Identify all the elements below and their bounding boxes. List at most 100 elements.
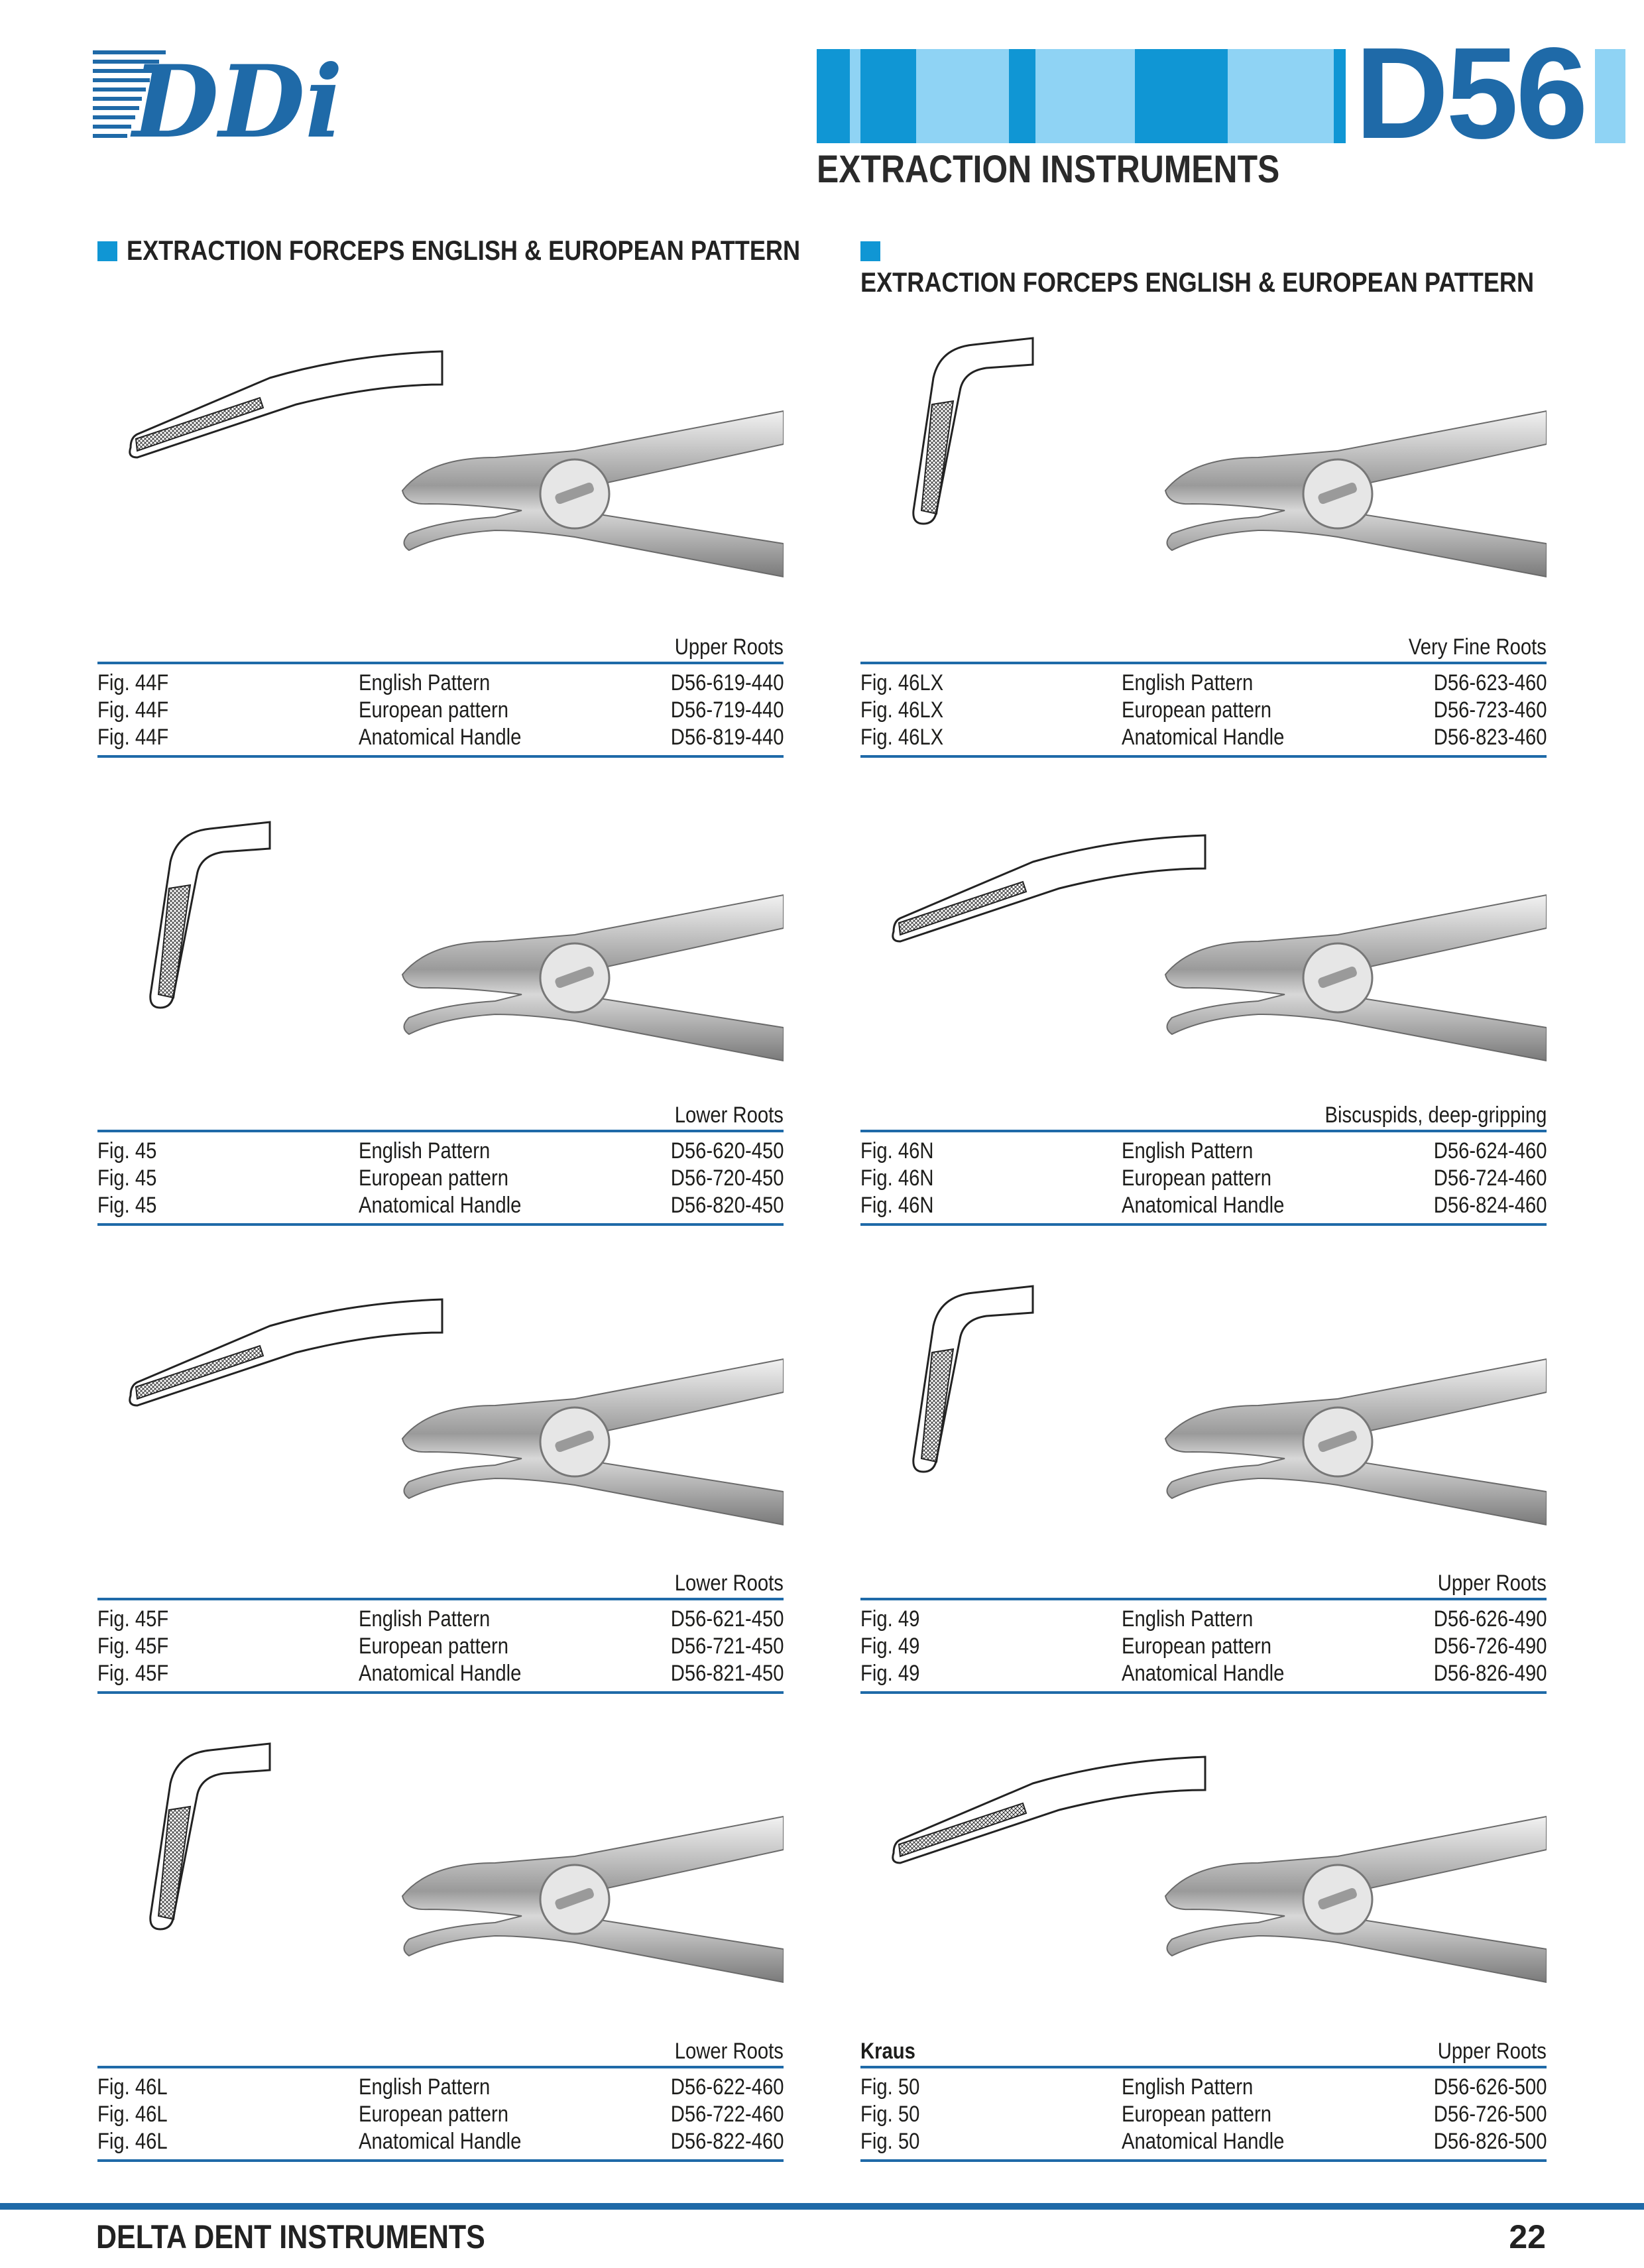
pattern-type: English Pattern: [359, 2074, 491, 2100]
ddi-logo: DDi: [93, 45, 343, 145]
pattern-type: English Pattern: [359, 670, 491, 695]
pattern-type: English Pattern: [359, 1138, 491, 1164]
article-code: D56-626-500: [1433, 2074, 1547, 2100]
pattern-type: European pattern: [359, 1165, 508, 1191]
article-code: D56-619-440: [670, 670, 784, 695]
figure-number: Fig. 45F: [97, 1661, 169, 1686]
pattern-type: Anatomical Handle: [1122, 725, 1285, 750]
figure-number: Fig. 45: [97, 1165, 157, 1191]
table-row: Fig. 45 English Pattern D56-620-450: [97, 1138, 784, 1165]
pattern-type: Anatomical Handle: [1122, 1661, 1285, 1686]
product-category: Upper Roots: [1437, 1571, 1547, 1596]
section-heading-right: EXTRACTION FORCEPS ENGLISH & EUROPEAN PA…: [860, 235, 1644, 298]
page-number: 22: [1509, 2218, 1546, 2255]
product-table-header: Biscuspids, deep-gripping: [860, 1099, 1547, 1132]
catalog-code: D56: [1346, 29, 1595, 158]
product-category: Upper Roots: [1437, 2039, 1547, 2064]
figure-number: Fig. 45: [97, 1138, 157, 1164]
article-code: D56-624-460: [1433, 1138, 1547, 1164]
figure-number: Fig. 46N: [860, 1138, 934, 1164]
footer-company: DELTA DENT INSTRUMENTS: [96, 2218, 485, 2255]
article-code: D56-826-500: [1433, 2129, 1547, 2154]
pattern-type: European pattern: [1122, 1634, 1271, 1659]
article-code: D56-724-460: [1433, 1165, 1547, 1191]
article-code: D56-822-460: [670, 2129, 784, 2154]
forceps-illustration: [97, 292, 784, 627]
figure-number: Fig. 49: [860, 1661, 920, 1686]
article-code: D56-723-460: [1433, 697, 1547, 723]
figure-number: Fig. 46LX: [860, 725, 944, 750]
figure-number: Fig. 50: [860, 2102, 920, 2127]
forceps-illustration: [97, 1697, 784, 2032]
product-table-header: Lower Roots: [97, 1099, 784, 1132]
product-table-header: Very Fine Roots: [860, 631, 1547, 664]
product-table-header: Lower Roots: [97, 1567, 784, 1600]
article-code: D56-722-460: [670, 2102, 784, 2127]
section-heading-left: EXTRACTION FORCEPS ENGLISH & EUROPEAN PA…: [97, 235, 910, 267]
article-code: D56-620-450: [670, 1138, 784, 1164]
product-category: Upper Roots: [674, 634, 784, 660]
forceps-illustration: [860, 1240, 1547, 1575]
figure-number: Fig. 44F: [97, 670, 169, 695]
figure-number: Fig. 50: [860, 2129, 920, 2154]
figure-number: Fig. 46L: [97, 2129, 168, 2154]
figure-number: Fig. 45F: [97, 1606, 169, 1632]
forceps-illustration: [860, 292, 1547, 627]
table-row: Fig. 46LX Anatomical Handle D56-823-460: [860, 724, 1547, 751]
figure-number: Fig. 46LX: [860, 670, 944, 695]
figure-number: Fig. 44F: [97, 725, 169, 750]
footer-rule: [0, 2203, 1644, 2210]
article-code: D56-719-440: [670, 697, 784, 723]
figure-number: Fig. 45: [97, 1193, 157, 1218]
product-category: Very Fine Roots: [1408, 634, 1547, 660]
article-code: D56-626-490: [1433, 1606, 1547, 1632]
article-code: D56-726-490: [1433, 1634, 1547, 1659]
pattern-type: European pattern: [359, 2102, 508, 2127]
product-table-header: Lower Roots: [97, 2035, 784, 2068]
pattern-type: European pattern: [359, 697, 508, 723]
pattern-type: Anatomical Handle: [1122, 2129, 1285, 2154]
figure-number: Fig. 46L: [97, 2102, 168, 2127]
article-code: D56-621-450: [670, 1606, 784, 1632]
figure-number: Fig. 45F: [97, 1634, 169, 1659]
pattern-type: English Pattern: [359, 1606, 491, 1632]
table-row: Fig. 50 Anatomical Handle D56-826-500: [860, 2128, 1547, 2155]
pattern-type: English Pattern: [1122, 2074, 1254, 2100]
article-code: D56-823-460: [1433, 725, 1547, 750]
figure-number: Fig. 46L: [97, 2074, 168, 2100]
bullet-square-icon: [97, 241, 117, 261]
pattern-type: European pattern: [1122, 1165, 1271, 1191]
product-category: Lower Roots: [674, 1571, 784, 1596]
pattern-type: English Pattern: [1122, 670, 1254, 695]
product-table-header: Upper Roots: [97, 631, 784, 664]
figure-number: Fig. 46N: [860, 1193, 934, 1218]
pattern-type: European pattern: [1122, 697, 1271, 723]
pattern-type: Anatomical Handle: [359, 725, 522, 750]
article-code: D56-824-460: [1433, 1193, 1547, 1218]
pattern-type: Anatomical Handle: [1122, 1193, 1285, 1218]
